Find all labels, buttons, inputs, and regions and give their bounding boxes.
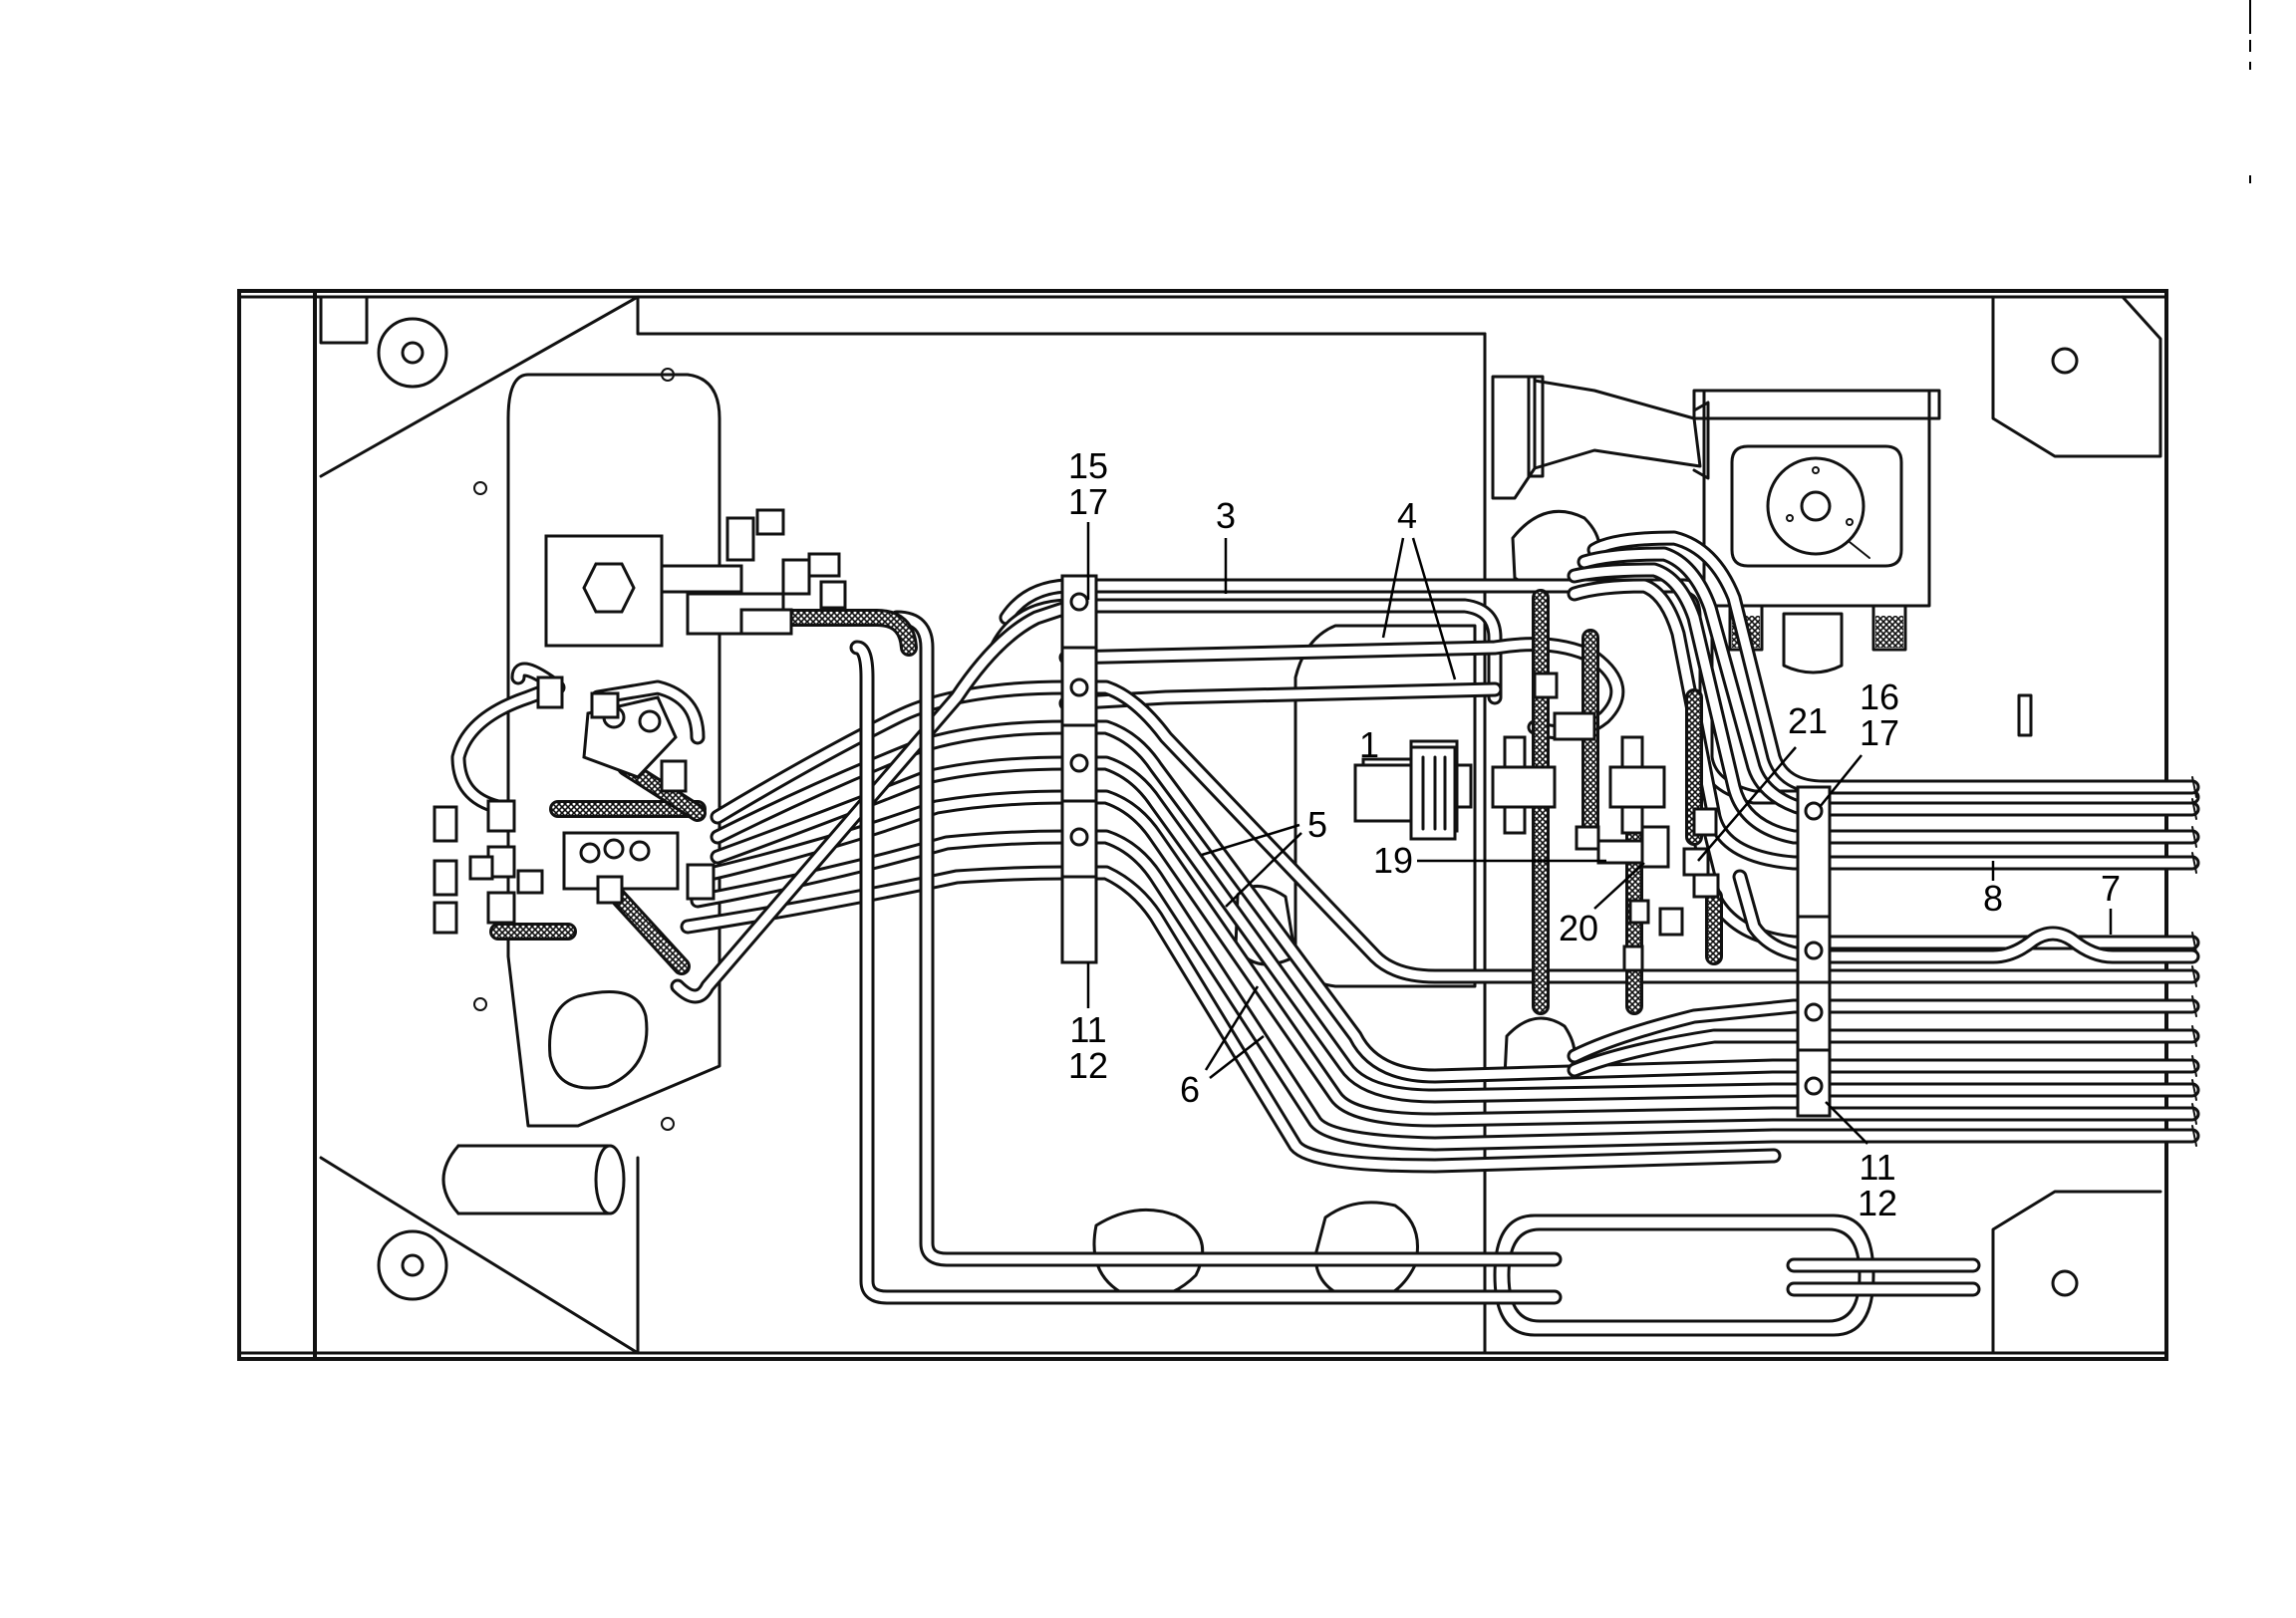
pump-motor [1692, 389, 1941, 674]
pipe-run-inner [1570, 565, 2197, 842]
callout-11-right: 11 [1859, 1147, 1895, 1188]
callout-4: 4 [1397, 495, 1417, 536]
pipe-end-tick [2191, 1125, 2197, 1147]
pipe-end-tick [2191, 1103, 2197, 1125]
bolt-icon [377, 1229, 448, 1301]
pipe-run-inner [1570, 581, 2197, 868]
callout-3: 3 [1216, 495, 1236, 536]
callout-19: 19 [1373, 840, 1413, 881]
base-frame [237, 289, 2168, 1361]
callout-16: 16 [1860, 676, 1899, 717]
callout-5: 5 [1307, 804, 1327, 845]
corner-bolts [377, 317, 2079, 1301]
pipe-end-tick [2191, 798, 2197, 820]
callout-12-left: 12 [1068, 1045, 1108, 1086]
callout-8: 8 [1983, 878, 2003, 919]
callout-7: 7 [2101, 868, 2121, 909]
callout-1: 1 [1359, 724, 1379, 765]
left-mounting-plate [506, 373, 721, 1128]
pipe-run-inner [453, 682, 559, 812]
pipe-end-tick [2191, 826, 2197, 848]
pipe-end-tick [2191, 776, 2197, 798]
pipe-run-inner [852, 643, 1560, 1302]
callout-21: 21 [1788, 700, 1828, 741]
pipe-end-tick [2191, 995, 2197, 1017]
pipe-run-inner [1570, 1001, 2197, 1061]
callout-15: 15 [1068, 445, 1108, 486]
pipe-run-inner [1570, 1031, 2197, 1075]
bolt-icon [2051, 347, 2079, 375]
pipe-run-inner [1579, 549, 2197, 814]
bolt-icon [2051, 1269, 2079, 1297]
bolt-icon [377, 317, 448, 389]
pipe-clamps [1060, 574, 1832, 1118]
callouts: 15 17 3 4 1 5 6 11 12 19 20 21 16 17 8 7… [1068, 445, 2121, 1223]
callout-6: 6 [1180, 1069, 1200, 1110]
actuator-1 [1353, 745, 1457, 841]
pipe-end-tick [2191, 932, 2197, 953]
callout-12-right: 12 [1858, 1183, 1897, 1223]
pipe-run-inner [593, 682, 703, 742]
pipe-run-inner [713, 722, 2197, 1081]
pipe-run-inner [1789, 1260, 1978, 1294]
pipe-end-tick [2191, 1055, 2197, 1077]
pipe-end-tick [2191, 852, 2197, 874]
pipe-run-inner [1061, 684, 1500, 708]
pipe-runs [450, 530, 2200, 1305]
valve-cluster [432, 508, 847, 935]
pipe-run-inner [1735, 872, 2197, 961]
callout-17-top: 17 [1068, 481, 1108, 522]
pipe-stub [441, 1144, 626, 1215]
pipe-run-inner [673, 603, 1071, 1001]
pipe-run-inner [713, 682, 2197, 981]
pipe-run-inner [1589, 533, 2197, 792]
pipe-end-tick [2191, 1079, 2197, 1101]
pipe-run-inner [713, 758, 2197, 1101]
pipe-end-tick [2191, 1025, 2197, 1047]
callout-11-left: 11 [1069, 1009, 1106, 1050]
pipe-end-tick [2191, 965, 2197, 987]
pipe-run-inner [693, 832, 2197, 1149]
callout-17-right: 17 [1860, 712, 1899, 753]
callout-20: 20 [1559, 908, 1598, 948]
pipe-run-inner [892, 613, 1560, 1264]
